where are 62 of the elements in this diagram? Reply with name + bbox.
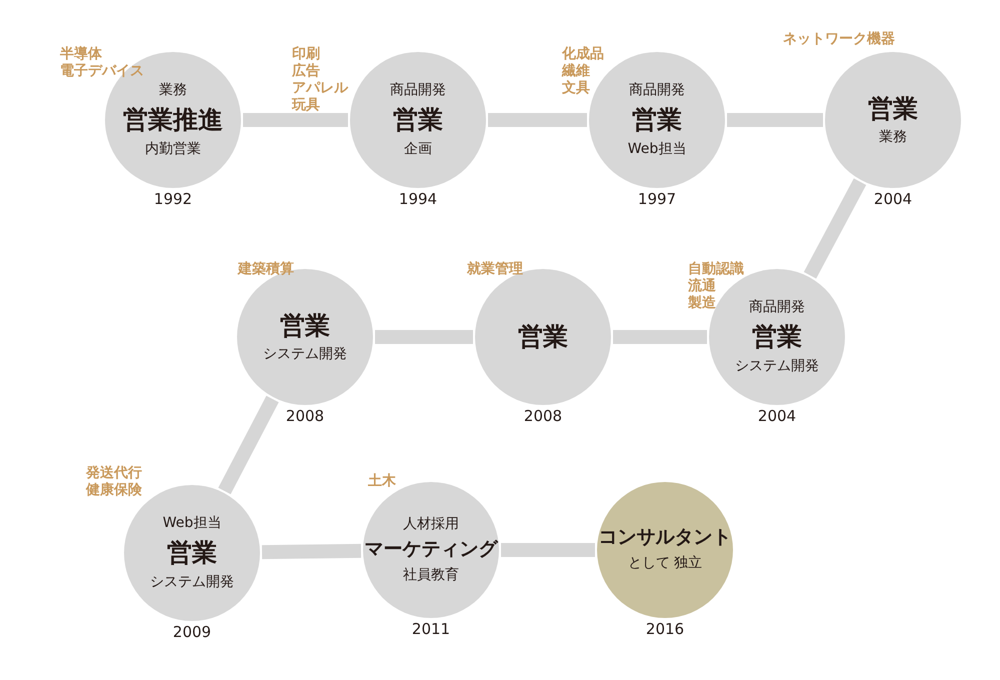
role-text: Web担当 xyxy=(628,140,686,158)
role-text: 業務 xyxy=(879,128,907,146)
job-title: 営業 xyxy=(167,537,217,569)
job-title: 営業 xyxy=(280,310,330,341)
connector-bar xyxy=(613,330,707,344)
role-text: システム開発 xyxy=(263,346,347,364)
role-text: 内勤営業 xyxy=(145,140,201,158)
year-label: 1994 xyxy=(398,190,438,208)
year-label: 2008 xyxy=(284,407,326,425)
job-title: 営業 xyxy=(393,104,443,136)
industry-tag: 玩具 xyxy=(292,96,320,114)
role-text: システム開発 xyxy=(150,574,234,592)
industry-tag: ネットワーク機器 xyxy=(783,30,895,48)
year-label: 2016 xyxy=(644,620,686,638)
job-title: 営業 xyxy=(868,92,918,124)
year-label: 2008 xyxy=(522,407,564,425)
industry-tag: 土木 xyxy=(368,472,396,490)
role-text: 商品開発 xyxy=(749,298,805,316)
role-text: 商品開発 xyxy=(629,82,685,100)
year-label: 2004 xyxy=(872,190,914,208)
industry-tag: 半導体 xyxy=(60,45,102,63)
connector-bar xyxy=(262,544,362,560)
year-label: 1992 xyxy=(152,190,194,208)
industry-tag: 繊維 xyxy=(562,62,590,80)
industry-tag: 電子デバイス xyxy=(60,62,144,80)
role-text: 企画 xyxy=(404,140,432,158)
job-title: 営業 xyxy=(518,321,568,353)
job-title: 営業 xyxy=(752,321,802,353)
industry-tag: アパレル xyxy=(292,79,348,97)
connector-bar xyxy=(501,543,595,557)
connector-bar xyxy=(243,113,348,127)
job-title: コンサルタント xyxy=(598,526,732,550)
job-title: マーケティング xyxy=(364,538,498,562)
year-label: 2011 xyxy=(410,620,452,638)
connector-bar xyxy=(804,178,866,279)
industry-tag: 印刷 xyxy=(292,45,320,63)
job-title: 営業 xyxy=(632,104,682,136)
role-text: 業務 xyxy=(159,82,187,100)
industry-tag: 健康保険 xyxy=(86,481,142,499)
industry-tag: 自動認識 xyxy=(688,260,744,278)
role-text: Web担当 xyxy=(162,514,222,532)
industry-tag: 発送代行 xyxy=(86,464,142,482)
industry-tag: 就業管理 xyxy=(467,260,523,278)
role-text: 商品開発 xyxy=(390,82,446,100)
connector-bar xyxy=(727,113,823,127)
year-label: 2009 xyxy=(172,623,212,641)
industry-tag: 流通 xyxy=(688,277,716,295)
connector-bar xyxy=(488,113,587,127)
job-title: 営業推進 xyxy=(123,104,223,136)
industry-tag: 広告 xyxy=(292,62,320,80)
industry-tag: 製造 xyxy=(688,294,716,312)
industry-tag: 建築積算 xyxy=(238,260,294,278)
role-text: 社員教育 xyxy=(403,566,459,584)
role-text: として 独立 xyxy=(628,555,702,573)
role-text: 人材採用 xyxy=(403,516,459,534)
connector-bar xyxy=(375,330,473,344)
year-label: 2004 xyxy=(756,407,798,425)
role-text: システム開発 xyxy=(735,358,819,376)
year-label: 1997 xyxy=(636,190,678,208)
connector-bar xyxy=(218,396,279,494)
industry-tag: 化成品 xyxy=(562,45,604,63)
industry-tag: 文具 xyxy=(562,79,590,97)
